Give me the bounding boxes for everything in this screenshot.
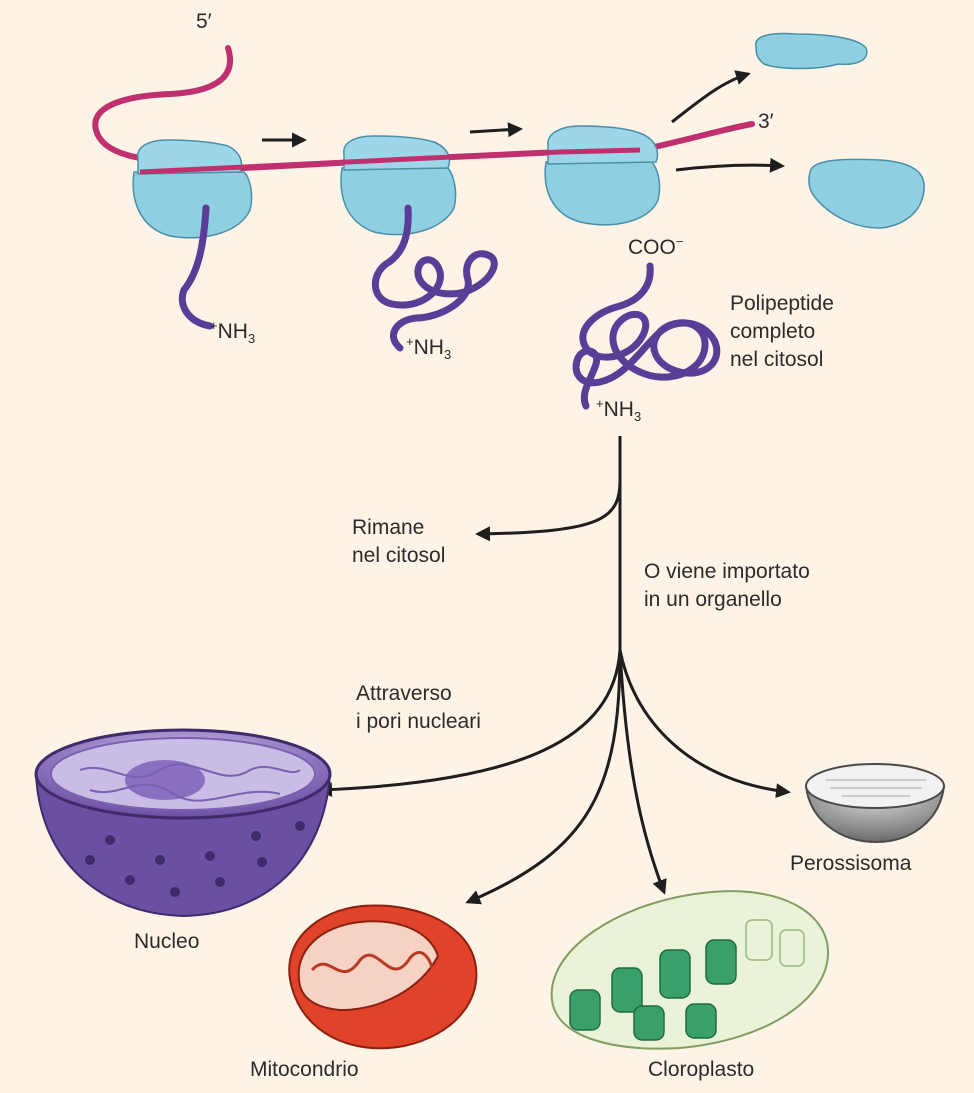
nh-subscript-1: 3 [248,331,255,346]
chloroplast-label: Cloroplasto [648,1056,754,1084]
imported-organelle-label: O viene importato in un organello [644,558,810,614]
nh-subscript-3: 3 [634,409,641,424]
ribosome-1 [133,140,251,238]
pores-label-line1: Attraverso [356,680,481,708]
nucleus-label: Nucleo [134,928,199,956]
nh3-charge-1: + [210,318,218,333]
three-prime-label: 3′ [758,108,774,136]
ribosome-2 [341,136,456,235]
release-arrow-large [676,165,782,170]
carboxyl-terminus-label: COO− [628,234,683,264]
nh-text-2: NH [414,336,444,359]
polypeptide-label-line3: nel citosol [730,346,834,374]
amino-terminus-label-1: +NH3 [210,318,255,348]
coo-text: COO [628,236,676,259]
nucleus-illustration [36,730,330,916]
remains-label-line2: nel citosol [352,542,445,570]
polypeptide-label-line2: completo [730,318,834,346]
five-prime-label: 5′ [196,8,212,36]
completed-polypeptide [576,266,717,406]
pores-label-line2: i pori nucleari [356,708,481,736]
chloroplast-illustration [552,891,828,1048]
nh3-charge-3: + [596,396,604,411]
peroxisome-label: Perossisoma [790,850,911,878]
peroxisome-illustration [806,764,944,842]
nuclear-pores-label: Attraverso i pori nucleari [356,680,481,736]
peroxisome-arrow [620,650,788,792]
amino-terminus-label-2: +NH3 [406,334,451,364]
polypeptide-label-line1: Polipeptide [730,290,834,318]
released-large-subunit [809,159,924,228]
amino-terminus-label-3: +NH3 [596,396,641,426]
remains-cytosol-label: Rimane nel citosol [352,514,445,570]
translation-arrow-2 [470,129,520,132]
ribosome-3 [545,126,659,225]
polypeptide-label: Polipeptide completo nel citosol [730,290,834,374]
nh-subscript-2: 3 [444,347,451,362]
remain-cytosol-arrow [478,480,620,534]
remains-label-line1: Rimane [352,514,445,542]
nh3-charge-2: + [406,334,414,349]
nh-text-1: NH [218,320,248,343]
release-arrow-small [672,74,748,122]
chloroplast-arrow [620,650,664,892]
mitochondrion-illustration [289,905,476,1048]
released-small-subunit [756,34,867,69]
mitochondrion-arrow [468,650,620,902]
imported-label-line1: O viene importato [644,558,810,586]
coo-charge: − [676,234,684,249]
mitochondrion-label: Mitocondrio [250,1056,359,1084]
nh-text-3: NH [604,398,634,421]
imported-label-line2: in un organello [644,586,810,614]
